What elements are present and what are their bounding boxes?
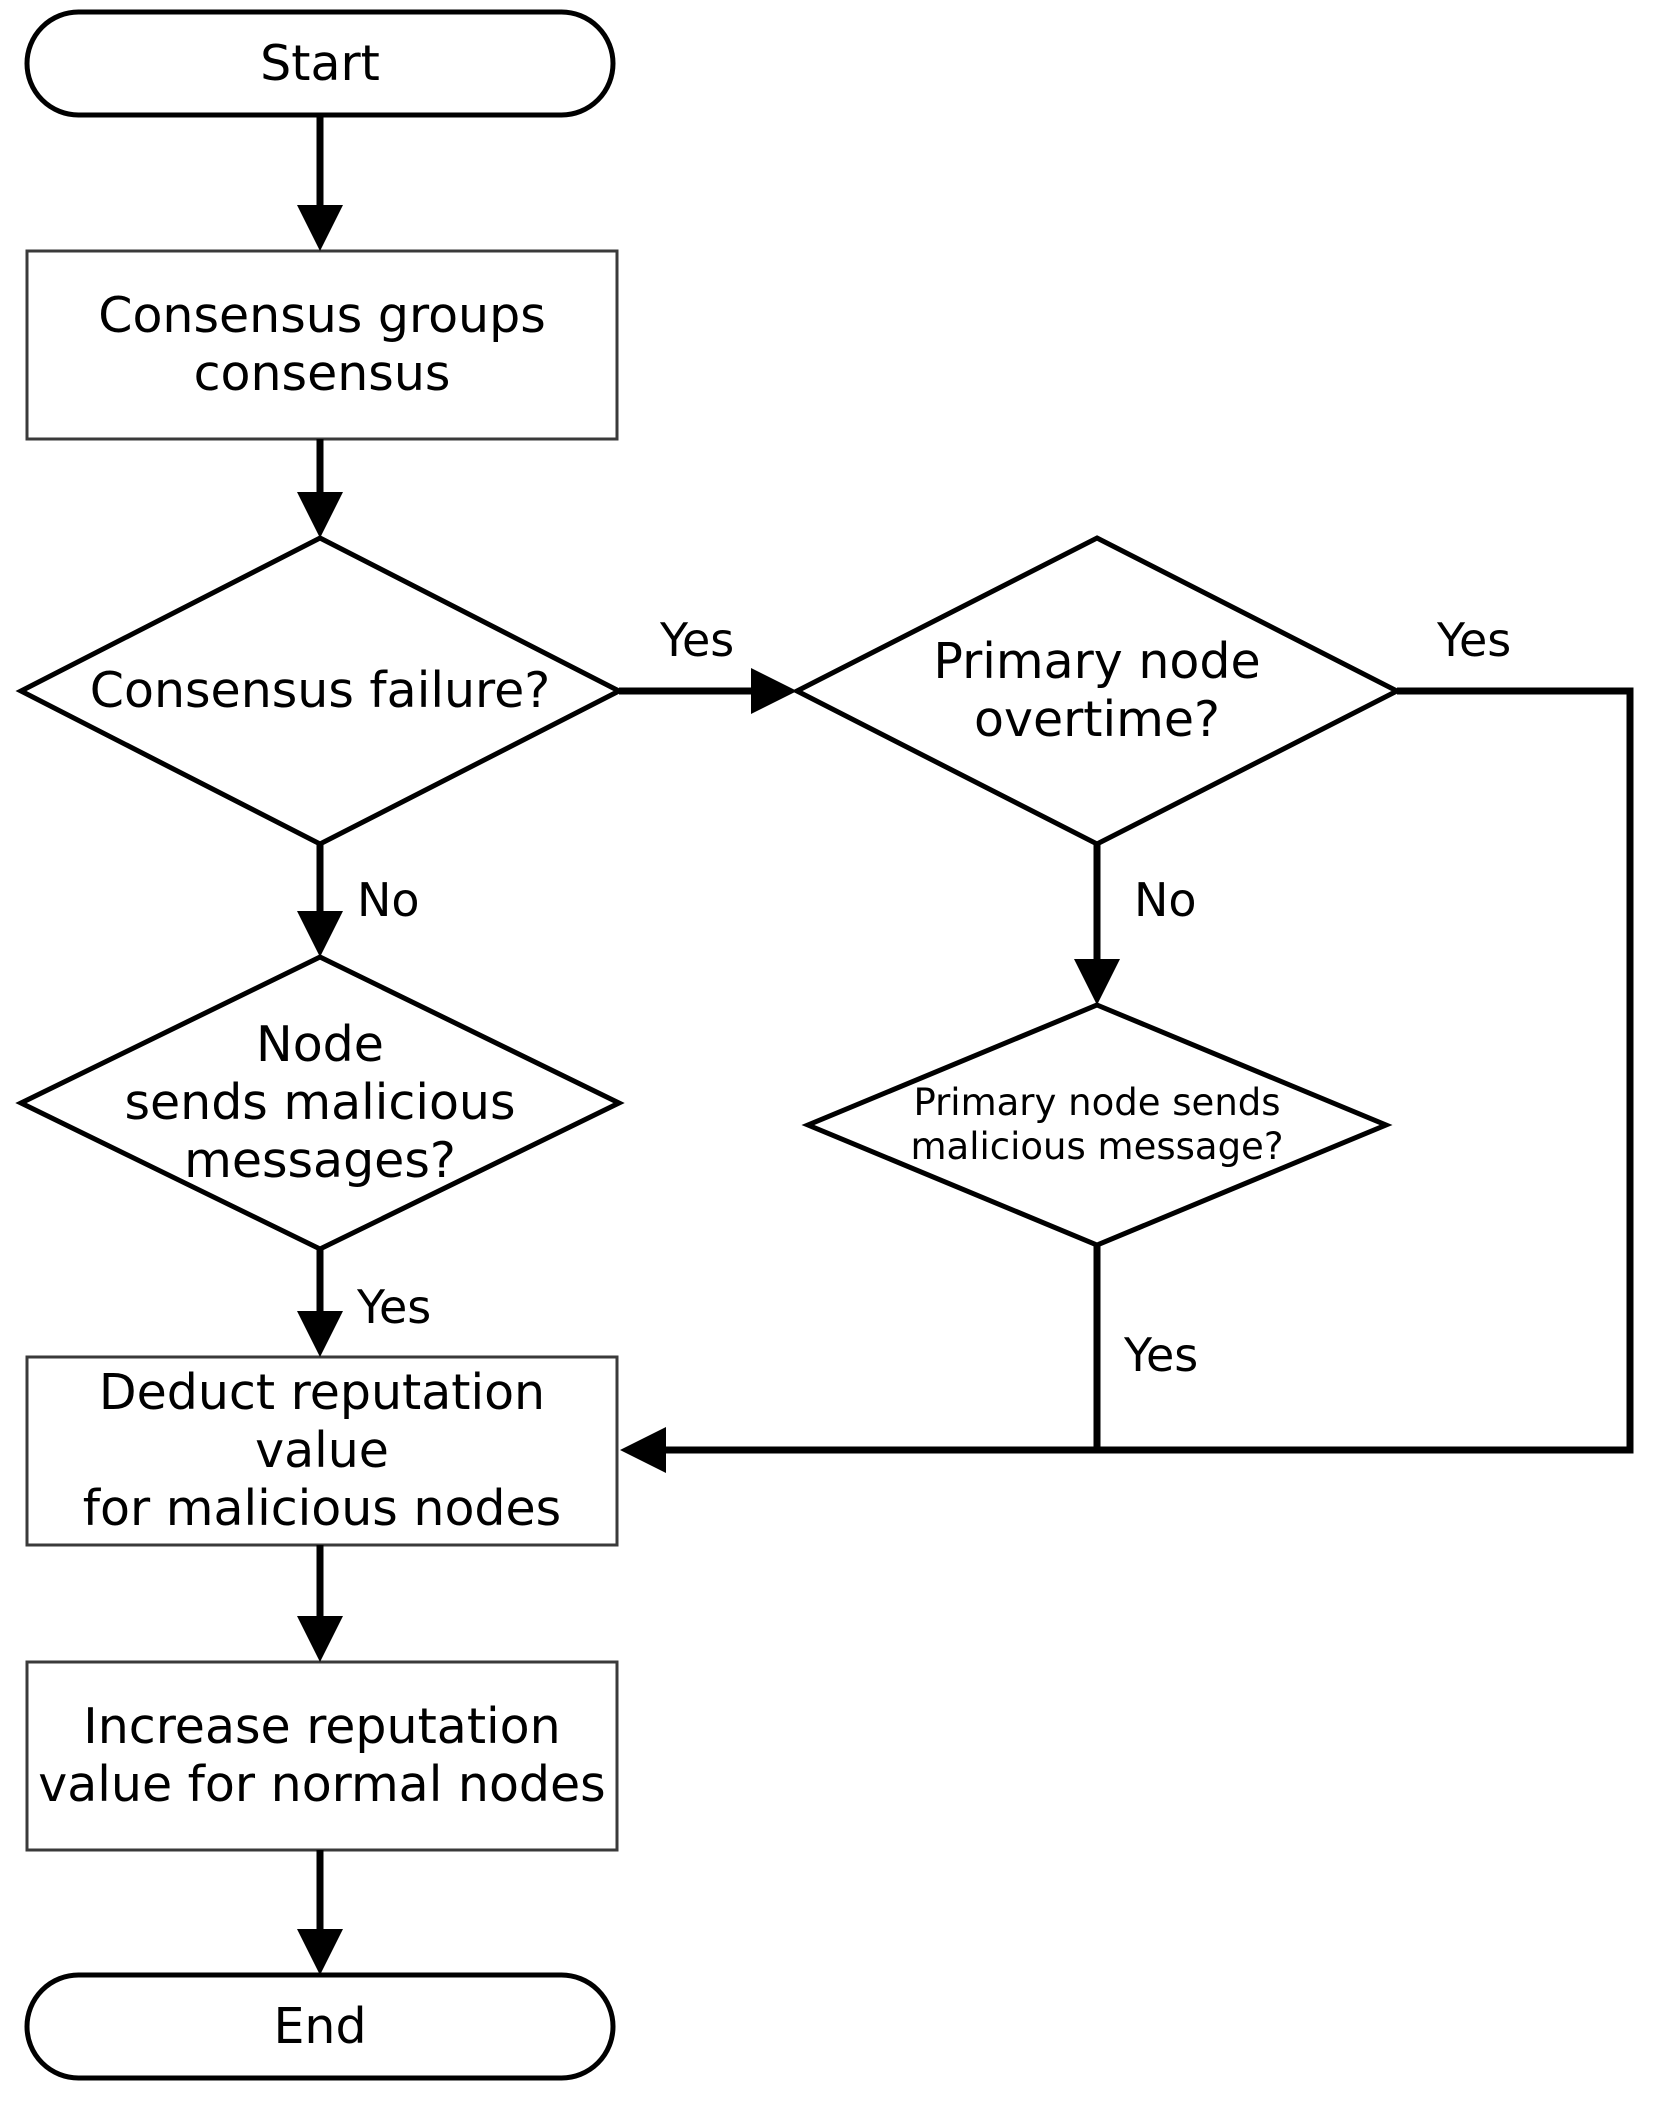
node-shape-consensus-failure[interactable] — [15, 535, 625, 847]
edge-deduct-to-increase — [297, 1545, 343, 1662]
edge-overtime-no — [1074, 844, 1120, 1005]
node-shape-end[interactable] — [24, 1972, 616, 2081]
edge-start-to-consensus — [297, 115, 343, 251]
node-shape-node-sends-malicious-messages[interactable] — [15, 954, 625, 1252]
edge-failure-no — [297, 844, 343, 957]
edge-increase-to-end — [297, 1850, 343, 1975]
edge-consensus-to-failure — [297, 439, 343, 538]
edge-failure-yes — [619, 668, 797, 714]
node-shape-start[interactable] — [24, 9, 616, 118]
node-shape-deduct-reputation[interactable] — [25, 1355, 619, 1547]
edge-node-malicious-yes — [297, 1249, 343, 1357]
node-shape-primary-node-overtime[interactable] — [791, 535, 1403, 847]
node-shape-primary-node-sends-malicious-message[interactable] — [801, 1002, 1393, 1248]
node-shape-consensus-groups-consensus[interactable] — [25, 249, 619, 441]
edge-overtime-yes — [620, 687, 1634, 1473]
node-shape-increase-reputation[interactable] — [25, 1660, 619, 1852]
